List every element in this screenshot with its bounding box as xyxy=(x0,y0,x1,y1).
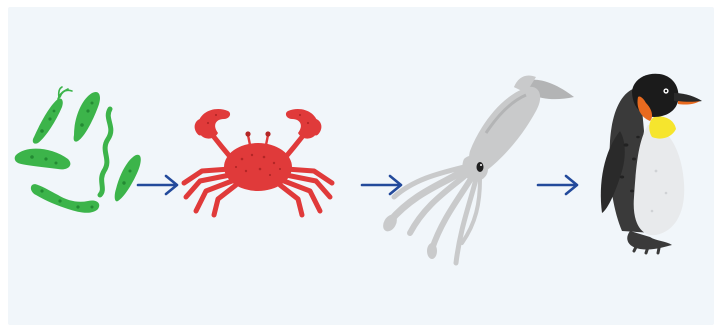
food-chain-diagram xyxy=(8,7,714,325)
crab-icon xyxy=(170,103,346,219)
right-arrow-icon xyxy=(360,173,404,197)
right-arrow-icon xyxy=(136,173,180,197)
squid-icon xyxy=(376,73,576,273)
right-arrow-icon xyxy=(536,173,580,197)
penguin-icon xyxy=(594,71,706,255)
plankton-icon xyxy=(12,85,142,225)
